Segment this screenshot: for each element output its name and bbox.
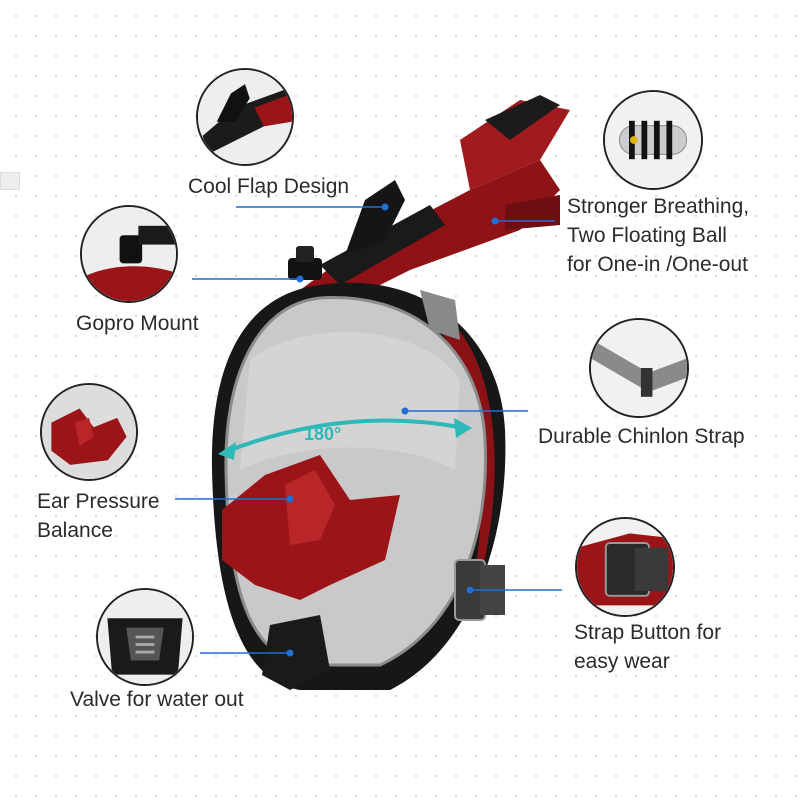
breathing-label: Stronger Breathing, Two Floating Ball fo… [567,195,750,276]
valve-shape [262,615,330,690]
valve-label: Valve for water out [70,688,244,711]
angle-arrow [218,418,472,460]
edge-tab [0,172,20,190]
gopro-mount-label: Gopro Mount [76,312,199,335]
breathing-thumbnail [603,90,703,190]
ear-pressure-thumbnail [40,383,138,481]
strap-shape [420,290,460,340]
mask-red-rim [440,320,495,600]
strap-button-thumbnail [575,517,675,617]
valve-thumbnail [96,588,194,686]
ear-pressure-label: Ear Pressure Balance [37,490,160,542]
snorkel-tube [300,95,570,305]
cool-flap-label: Cool Flap Design [188,175,350,198]
gopro-mount-shape [288,246,322,280]
strap-thumbnail [589,318,689,418]
strap-button-label: Strap Button for easy wear [574,621,722,673]
strap-label: Durable Chinlon Strap [538,425,745,448]
cool-flap-thumbnail [196,68,294,166]
gopro-mount-thumbnail [80,205,178,303]
leader-lines [175,206,562,654]
angle-label: 180° [304,424,342,444]
cool-flap [345,180,405,255]
